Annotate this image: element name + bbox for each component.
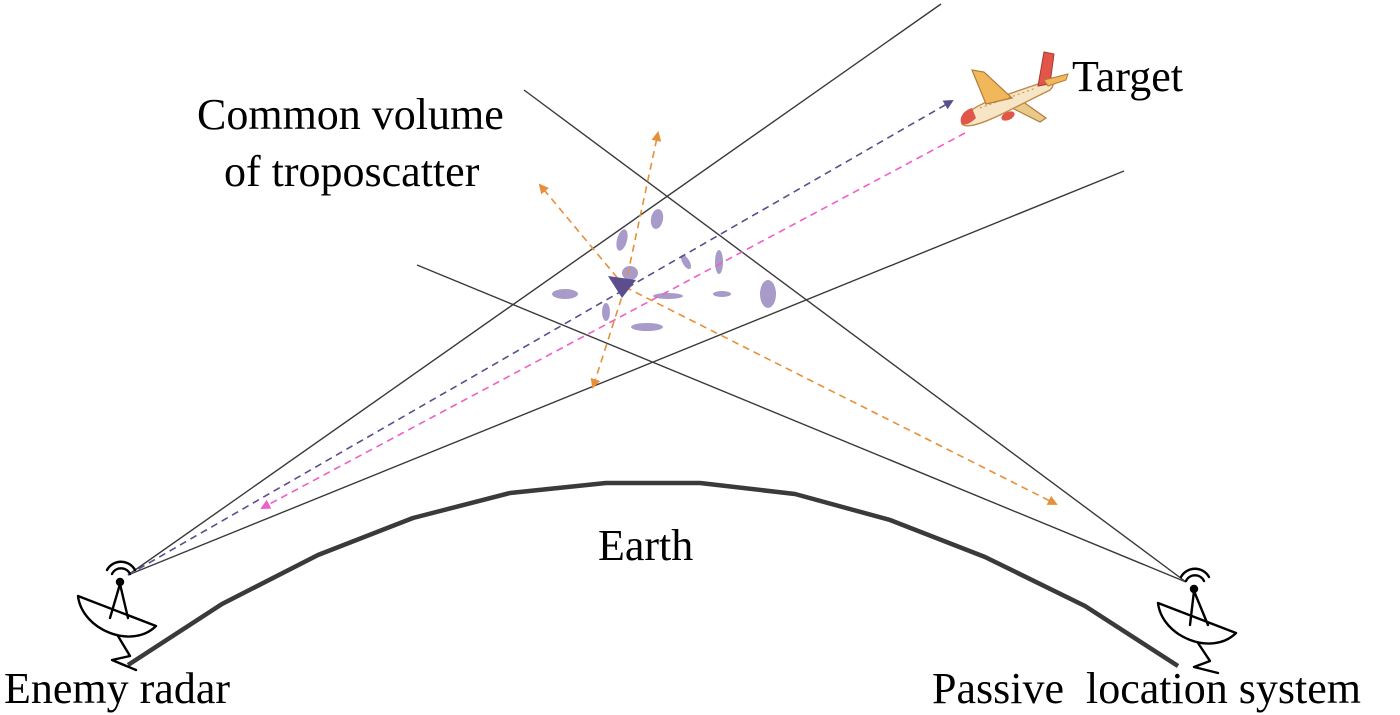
scatter-particle xyxy=(760,280,776,308)
scatter-rays xyxy=(538,131,1058,505)
radar-beam-upper-line xyxy=(127,3,942,576)
scatter-particle xyxy=(622,266,638,280)
scatter-particle xyxy=(715,250,723,274)
scatter-particles xyxy=(552,209,776,331)
satellite-dish-icon xyxy=(1156,567,1238,675)
scatter-particle xyxy=(631,323,663,331)
scatter-point-marker xyxy=(608,276,636,298)
common-volume-label-line1: Common volume xyxy=(197,90,504,139)
radar-to-target-ray xyxy=(127,100,954,576)
receiver-beam-lower-line xyxy=(416,264,1187,583)
scatter-particle xyxy=(616,229,628,251)
receiver-beam-upper-line xyxy=(523,89,1187,583)
airplane-icon xyxy=(960,51,1069,127)
scatter-ray-to-receiver xyxy=(624,286,1058,505)
scatter-particle xyxy=(602,303,610,321)
scatter-ray-up xyxy=(624,131,662,288)
scatter-ray-down xyxy=(590,286,626,389)
earth-curve xyxy=(126,480,1180,668)
radar-beam-lines xyxy=(127,3,1125,576)
scatter-particle xyxy=(680,254,692,270)
radar-beam-lower-line xyxy=(127,170,1125,576)
satellite-dish-icon xyxy=(76,560,158,672)
scatter-particle xyxy=(552,289,578,299)
passive-location-system-label: Passive location system xyxy=(932,664,1361,713)
common-volume-label-line2: of troposcatter xyxy=(224,147,480,196)
scatter-particle xyxy=(650,209,664,229)
target-label: Target xyxy=(1072,52,1183,101)
target-to-radar-ray xyxy=(260,132,966,509)
scatter-particle xyxy=(653,293,683,299)
scatter-particle xyxy=(713,291,731,297)
receiver-beam-lines xyxy=(416,89,1187,583)
scatter-ray-upper-left xyxy=(538,183,626,288)
earth-label: Earth xyxy=(598,521,693,570)
enemy-radar-label: Enemy radar xyxy=(4,664,230,713)
